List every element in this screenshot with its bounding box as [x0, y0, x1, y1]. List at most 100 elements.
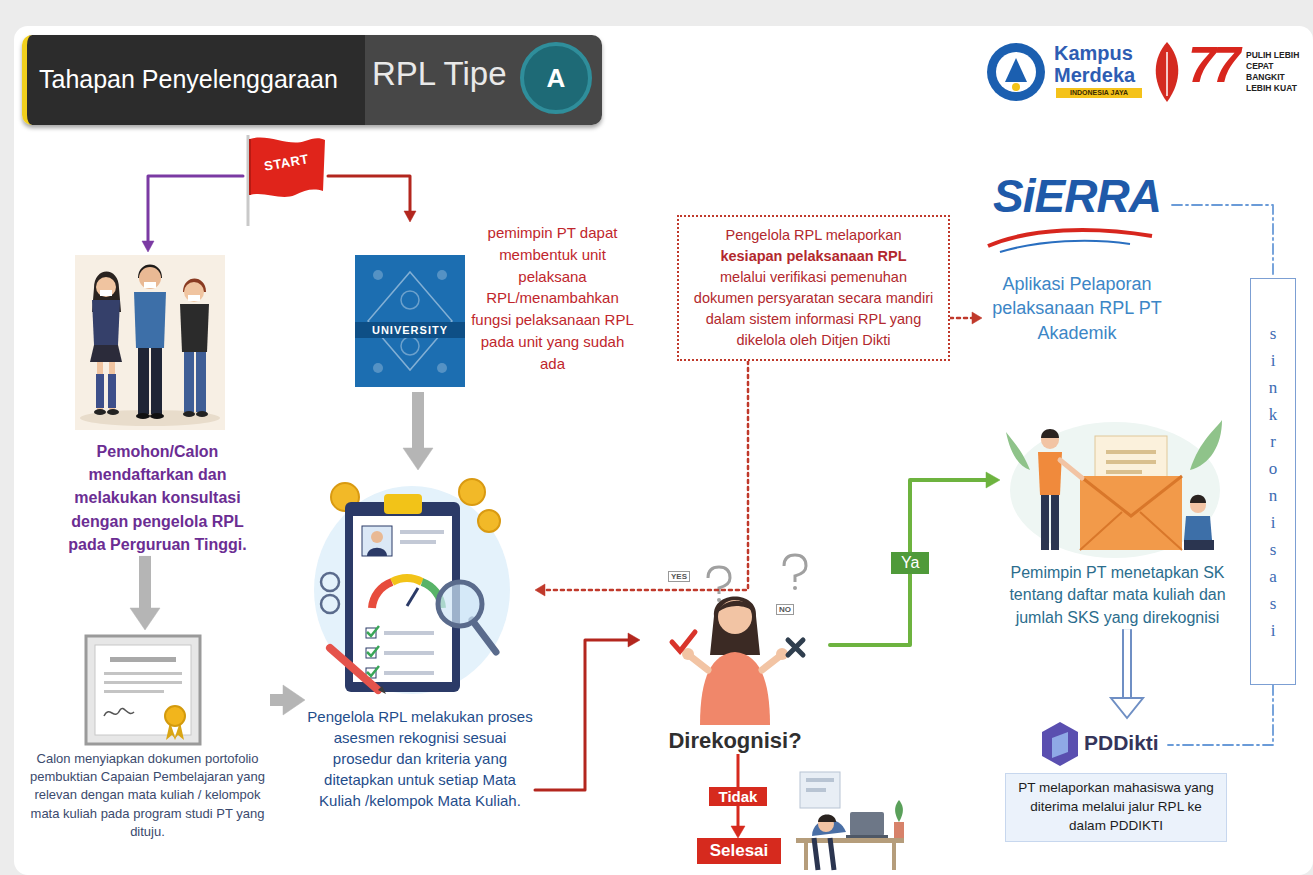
pddikti-icon-part: [1052, 732, 1068, 758]
approval-illustration-part: [1106, 450, 1156, 454]
tired-person-illustration-part: [818, 815, 836, 823]
applicants-illustration-part: [108, 374, 116, 408]
title-type-text: RPL Tipe: [372, 55, 507, 93]
applicants-illustration-part: [184, 352, 194, 412]
approval-illustration-part: [1080, 476, 1182, 516]
university-illustration-part: [401, 337, 419, 355]
tired-person-illustration-part: [806, 788, 826, 792]
applicants-illustration-part: [94, 409, 106, 415]
connector-line: [139, 556, 151, 611]
decision-node: Direkognisi?: [640, 600, 830, 754]
decision-illustration-part: [690, 656, 708, 670]
arrow-head: [986, 472, 1000, 488]
ministry-logo-part: [1005, 58, 1027, 82]
edge-label: Tidak: [709, 787, 768, 806]
decision-illustration: [672, 555, 806, 725]
arrow-head: [142, 241, 154, 252]
connector: [1111, 629, 1143, 718]
image-caption: UNIVERSITY: [355, 322, 465, 338]
process-step: Pemohon/Calon mendaftarkan dan melakukan…: [55, 252, 260, 556]
sync-band: sinkronisasi: [1250, 278, 1296, 685]
decision-illustration-part: [672, 632, 695, 651]
applicants-illustration-part: [75, 255, 225, 430]
applicants-illustration: [75, 255, 225, 430]
applicants-illustration-part: [109, 362, 115, 410]
assessment-illustration-part: [478, 510, 500, 532]
tired-person-illustration-part: [895, 800, 903, 822]
certificate-illustration-part: [110, 657, 176, 662]
connector: [1168, 685, 1273, 745]
assessment-illustration-part: [372, 582, 392, 608]
connector-line: [830, 480, 988, 645]
university-illustration-part: [355, 255, 465, 387]
connector-line: [544, 361, 749, 590]
process-step: Pemimpin PT menetapkan SK tentang daftar…: [1000, 410, 1235, 629]
assessment-illustration-part: [472, 620, 496, 652]
arrow-head: [731, 826, 745, 838]
decision-illustration-part: [700, 652, 770, 725]
assessment-illustration-part: [321, 573, 339, 591]
applicants-illustration-part: [134, 292, 166, 348]
connector: [130, 556, 160, 630]
certificate-illustration-part: [86, 636, 200, 744]
note-text: melalui verifikasi pemenuhan dokumen per…: [689, 267, 938, 351]
connector: [830, 472, 1000, 645]
assessment-illustration-part: [400, 540, 436, 544]
type-badge: A: [520, 42, 592, 114]
applicants-illustration-part: [96, 374, 104, 408]
applicants-illustration-part: [144, 282, 156, 288]
approval-illustration: [1006, 420, 1222, 558]
tired-person-illustration-part: [814, 838, 834, 870]
applicants-illustration-part: [150, 413, 164, 419]
connector-line: [148, 176, 243, 243]
note-emphasis: kesiapan pelaksanaan RPL: [689, 246, 938, 267]
pddikti-icon-part: [1042, 722, 1078, 766]
arrow-head: [972, 312, 982, 324]
sign-text: YES: [668, 571, 690, 582]
certificate-illustration: [86, 636, 200, 744]
approval-illustration-part: [1010, 422, 1220, 558]
applicants-illustration-part: [100, 290, 112, 296]
ministry-logo-part: [1012, 83, 1020, 91]
assessment-illustration-part: [459, 479, 485, 505]
app-logo-text: SiERRA: [982, 168, 1172, 224]
decision-illustration-part: [710, 597, 760, 656]
tired-person-illustration-part: [800, 772, 840, 808]
connector-line: [535, 640, 630, 790]
tired-person-illustration-part: [804, 843, 808, 870]
title-text: Tahapan Penyelenggaraan: [39, 65, 338, 94]
step-text: Pemohon/Calon mendaftarkan dan melakukan…: [55, 440, 260, 556]
assessment-illustration-part: [392, 578, 422, 582]
arrow-head: [283, 685, 305, 715]
note-text: Pengelola RPL melaporkan: [689, 225, 938, 246]
connector: [328, 176, 416, 222]
tired-person-illustration: [796, 772, 904, 870]
decision-text: Direkognisi?: [664, 728, 805, 754]
anniversary-ornament-part: [1156, 42, 1179, 102]
edge-label: Ya: [891, 552, 929, 574]
ministry-logo-part: [987, 43, 1045, 101]
assessment-illustration-part: [438, 582, 482, 626]
approval-illustration-part: [1006, 432, 1030, 470]
sign-text: NO: [776, 604, 794, 615]
arrow-head: [535, 584, 545, 596]
logo-text: Kampus Merdeka: [1054, 42, 1138, 86]
tired-person-illustration-part: [850, 812, 884, 836]
assessment-illustration-part: [384, 651, 434, 655]
connector-line: [950, 317, 974, 320]
certificate-illustration-part: [104, 690, 164, 693]
applicants-illustration-part: [180, 304, 209, 352]
approval-illustration-part: [1051, 495, 1059, 550]
decision-illustration-part: [718, 601, 754, 612]
connector-line-inner: [1124, 629, 1130, 701]
arrow-head: [628, 633, 640, 647]
certificate-illustration-part: [104, 708, 134, 716]
applicants-illustration-part: [90, 345, 122, 362]
step-text: Pemimpin PT menetapkan SK tentang daftar…: [1000, 562, 1235, 629]
app-description: Aplikasi Pelaporan pelaksanaan RPL PT Ak…: [982, 272, 1172, 345]
university-illustration-part: [437, 363, 447, 373]
connector-line: [328, 176, 410, 213]
assessment-illustration-part: [384, 494, 422, 514]
decision-illustration-part: [788, 640, 803, 655]
